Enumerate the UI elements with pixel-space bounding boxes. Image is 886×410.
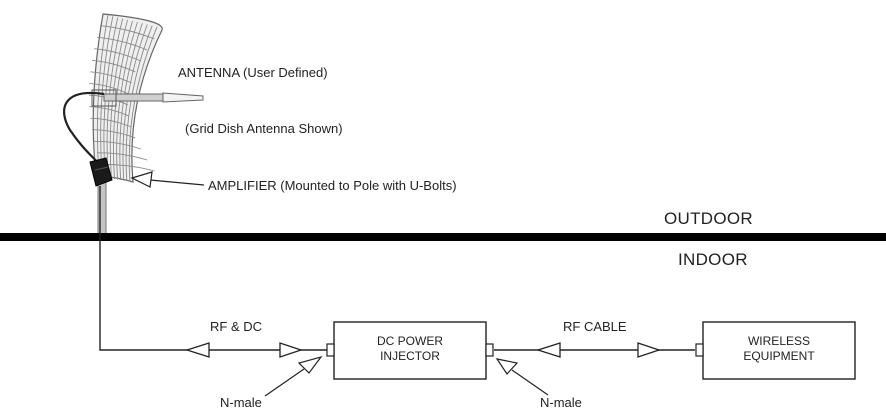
outdoor-label: OUTDOOR xyxy=(664,210,753,227)
equipment-line-1: WIRELESS xyxy=(703,334,855,349)
rf-dc-label: RF & DC xyxy=(210,320,262,333)
amplifier-label: AMPLIFIER (Mounted to Pole with U-Bolts) xyxy=(208,179,457,192)
rf-cable-label: RF CABLE xyxy=(563,320,627,333)
n-male-right-label: N-male xyxy=(540,396,582,409)
injector-line-1: DC POWER xyxy=(334,334,486,349)
equipment-line-2: EQUIPMENT xyxy=(703,349,855,364)
indoor-label: INDOOR xyxy=(678,251,748,268)
equipment-text: WIRELESS EQUIPMENT xyxy=(703,334,855,364)
antenna-note-label: (Grid Dish Antenna Shown) xyxy=(185,122,343,135)
injector-text: DC POWER INJECTOR xyxy=(334,334,486,364)
injector-line-2: INJECTOR xyxy=(334,349,486,364)
outdoor-indoor-divider xyxy=(0,233,886,241)
n-male-left-label: N-male xyxy=(220,396,262,409)
antenna-label: ANTENNA (User Defined) xyxy=(178,66,328,79)
